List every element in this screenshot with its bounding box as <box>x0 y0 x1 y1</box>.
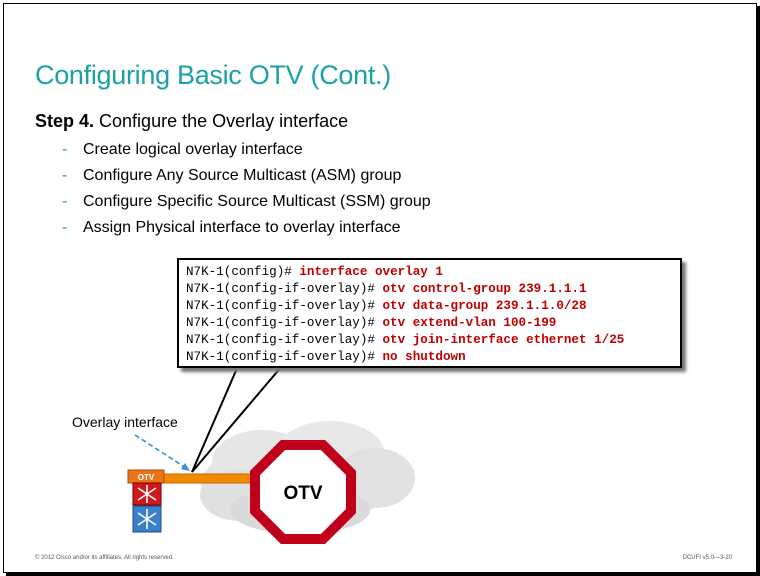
bullet-list: -Create logical overlay interface -Confi… <box>62 140 431 244</box>
arrow-head-icon <box>181 463 190 471</box>
cli-prompt: N7K-1(config-if-overlay)# <box>186 299 383 313</box>
copyright-footer: © 2012 Cisco and/or its affiliates. All … <box>35 555 174 561</box>
bullet-marker: - <box>62 219 68 236</box>
slide-title: Configuring Basic OTV (Cont.) <box>35 60 391 90</box>
cli-prompt: N7K-1(config-if-overlay)# <box>186 282 383 296</box>
cli-line: N7K-1(config-if-overlay)# otv join-inter… <box>186 332 680 349</box>
octagon-label: OTV <box>283 483 322 504</box>
bullet-text: Configure Any Source Multicast (ASM) gro… <box>83 167 402 184</box>
step-text: Configure the Overlay interface <box>94 111 349 131</box>
switch-arrows-icon <box>137 509 157 529</box>
overlay-arrow <box>134 434 187 469</box>
bullet-marker: - <box>62 141 68 158</box>
bullet-marker: - <box>62 167 68 184</box>
slide-number-footer: DCUFI v5.0—3-20 <box>682 555 732 561</box>
bullet-marker: - <box>62 193 68 210</box>
cli-line: N7K-1(config-if-overlay)# otv data-group… <box>186 298 680 315</box>
switch-device-icon: OTV <box>127 469 165 533</box>
cli-line: N7K-1(config-if-overlay)# otv control-gr… <box>186 281 680 298</box>
bullet-item: -Configure Any Source Multicast (ASM) gr… <box>62 166 431 192</box>
cli-command: otv control-group 239.1.1.1 <box>382 282 587 296</box>
router-arrows-icon <box>137 485 157 503</box>
bullet-item: -Assign Physical interface to overlay in… <box>62 218 431 244</box>
cli-command: interface overlay 1 <box>299 265 443 279</box>
cli-prompt: N7K-1(config-if-overlay)# <box>186 350 383 364</box>
cli-prompt: N7K-1(config)# <box>186 265 300 279</box>
cli-config-box: N7K-1(config)# interface overlay 1 N7K-1… <box>177 258 682 368</box>
bullet-text: Assign Physical interface to overlay int… <box>83 219 401 236</box>
bullet-text: Create logical overlay interface <box>83 141 303 158</box>
cli-prompt: N7K-1(config-if-overlay)# <box>186 316 383 330</box>
cli-command: otv extend-vlan 100-199 <box>382 316 557 330</box>
bullet-item: -Create logical overlay interface <box>62 140 431 166</box>
cli-command: no shutdown <box>382 350 466 364</box>
cli-command: otv data-group 239.1.1.0/28 <box>382 299 587 313</box>
cli-line: N7K-1(config-if-overlay)# otv extend-vla… <box>186 315 680 332</box>
step-label: Step 4. <box>35 111 95 131</box>
step-heading: Step 4. Configure the Overlay interface <box>35 111 348 132</box>
device-tag-label: OTV <box>138 473 155 482</box>
otv-octagon-icon: OTV <box>250 440 356 544</box>
bullet-item: -Configure Specific Source Multicast (SS… <box>62 192 431 218</box>
cli-line: N7K-1(config-if-overlay)# no shutdown <box>186 349 680 366</box>
cli-line: N7K-1(config)# interface overlay 1 <box>186 264 680 281</box>
cli-prompt: N7K-1(config-if-overlay)# <box>186 333 383 347</box>
bullet-text: Configure Specific Source Multicast (SSM… <box>83 193 431 210</box>
overlay-interface-label: Overlay interface <box>72 414 178 430</box>
cli-command: otv join-interface ethernet 1/25 <box>382 333 625 347</box>
